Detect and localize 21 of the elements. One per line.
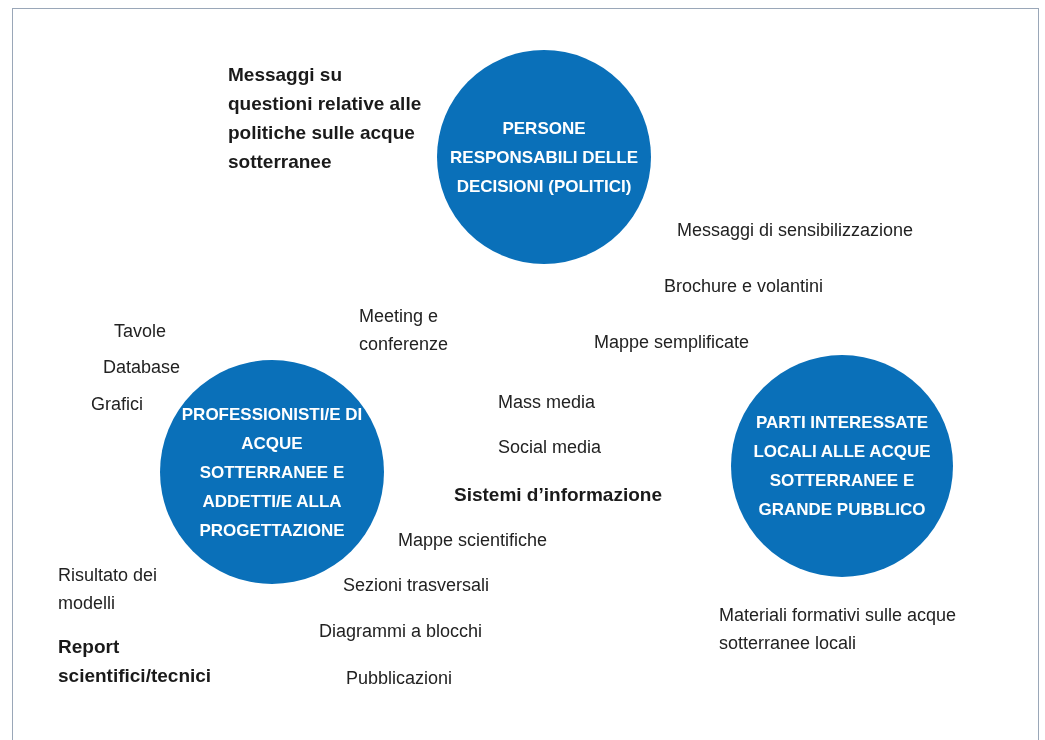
channel-label: Sezioni trasversali [343,574,491,597]
group-heading: Sistemi d’informazione [454,483,663,507]
channel-label: Materiali formativi sulle acque sotterranee locali [719,604,958,655]
group-heading: Report scientifici/tecnici [58,635,213,688]
channel-label: Database [103,356,182,379]
channel-label: Messaggi di sensibilizzazione [677,219,915,242]
channel-label: Risultato dei modelli [58,564,159,615]
channel-label: Grafici [91,393,144,416]
channel-label: Social media [498,436,603,459]
channel-label: Mappe semplificate [594,331,751,354]
channel-label: Mappe scientifiche [398,529,549,552]
circle-label: PROFESSIONISTI/E DI ACQUE SOTTERRANEE E ADDETTI/E ALLA PROGETTAZIONE [180,403,364,542]
channel-label: Meeting e conferenze [359,305,450,356]
channel-label: Diagrammi a blocchi [319,620,484,643]
group-heading: Messaggi su questioni relative alle politiche sulle acque sotterranee [228,63,423,174]
channel-label: Tavole [114,320,168,343]
channel-label: Pubblicazioni [346,667,454,690]
circle-label: PARTI INTERESSATE LOCALI ALLE ACQUE SOTTERRANEE E GRANDE PUBBLICO [752,412,932,521]
channel-label: Brochure e volantini [664,275,825,298]
circle-label: PERSONE RESPONSABILI DELLE DECISIONI (POLITICI) [449,117,639,198]
channel-label: Mass media [498,391,597,414]
